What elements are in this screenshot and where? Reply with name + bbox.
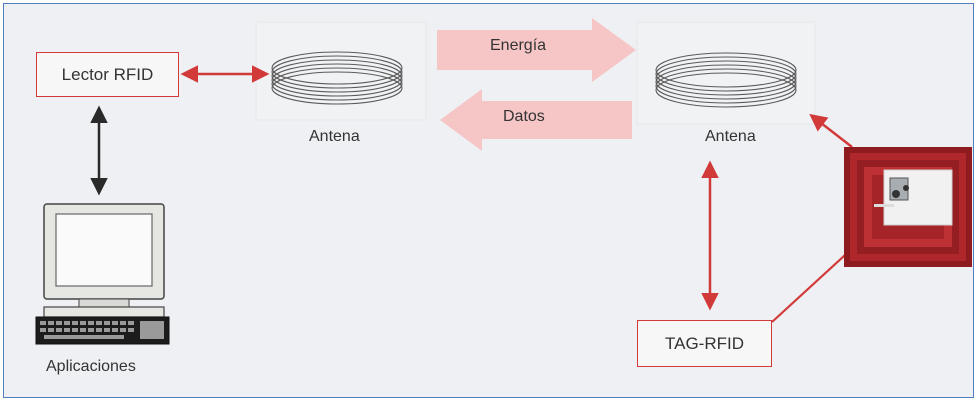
diagram-canvas: [35, 18, 972, 345]
energy-caption: Energía: [490, 37, 547, 54]
rfid-tag-icon: [844, 147, 972, 267]
reader-box: Lector RFID: [36, 52, 179, 97]
antenna-right-caption: Antena: [705, 128, 756, 145]
data-caption: Datos: [503, 108, 545, 125]
computer-icon: [35, 203, 170, 345]
antenna-left-caption: Antena: [309, 128, 360, 145]
antenna-left-icon: [271, 51, 403, 105]
diagram-frame: Lector RFID TAG-RFID Antena Antena Energ…: [3, 3, 974, 398]
tag-photo-to-antenna-arrow: [809, 113, 853, 148]
data-arrow: [440, 89, 632, 151]
tag-box: TAG-RFID: [637, 320, 772, 367]
energy-arrow: [437, 18, 636, 82]
applications-caption: Aplicaciones: [46, 358, 136, 375]
antenna-right-icon: [655, 52, 797, 108]
